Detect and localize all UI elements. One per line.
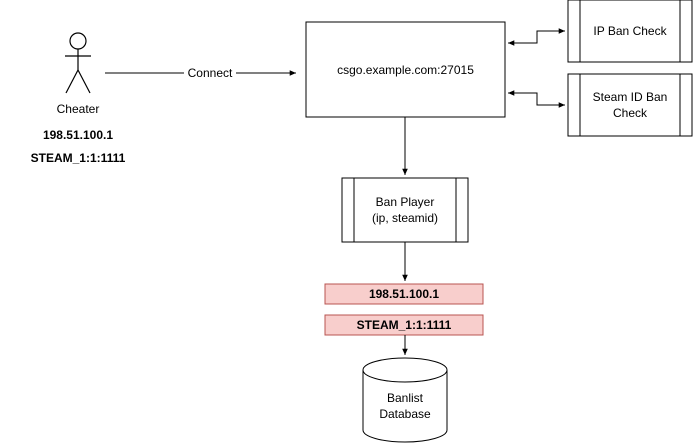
ban-player-node [341, 177, 469, 243]
steamid-ban-check-label: Steam ID Ban Check [592, 90, 668, 120]
ban-player-line2: (ip, steamid) [371, 211, 439, 225]
ip-ban-check-label: IP Ban Check [593, 24, 667, 38]
cheater-ip-label: 198.51.100.1 [42, 128, 114, 142]
ban-player-label: Ban Player (ip, steamid) [354, 178, 456, 242]
connect-label: Connect [183, 65, 237, 81]
server-node [305, 21, 506, 118]
connect-label-wrap: Connect [170, 64, 250, 82]
steamid-record-node [324, 314, 484, 336]
server-label: csgo.example.com:27015 [337, 62, 474, 77]
steamid-record-label: STEAM_1:1:1111 [356, 318, 452, 332]
steamid-ban-check-node [567, 73, 693, 137]
database-label: Banlist Database [363, 386, 447, 426]
ip-ban-check-node [567, 0, 693, 63]
cheater-steamid-label: STEAM_1:1:1111 [30, 151, 126, 165]
cheater-actor-icon [65, 32, 91, 94]
banlist-database-icon [362, 357, 448, 443]
ban-player-line1: Ban Player [375, 195, 435, 209]
server-ip-check-edge [507, 28, 565, 46]
database-line1: Banlist [386, 391, 424, 405]
ip-record-node [324, 283, 484, 305]
server-steamid-check-edge [507, 90, 565, 108]
database-line2: Database [379, 407, 431, 421]
cheater-name-label: Cheater [56, 102, 100, 116]
ip-record-label: 198.51.100.1 [368, 287, 440, 301]
